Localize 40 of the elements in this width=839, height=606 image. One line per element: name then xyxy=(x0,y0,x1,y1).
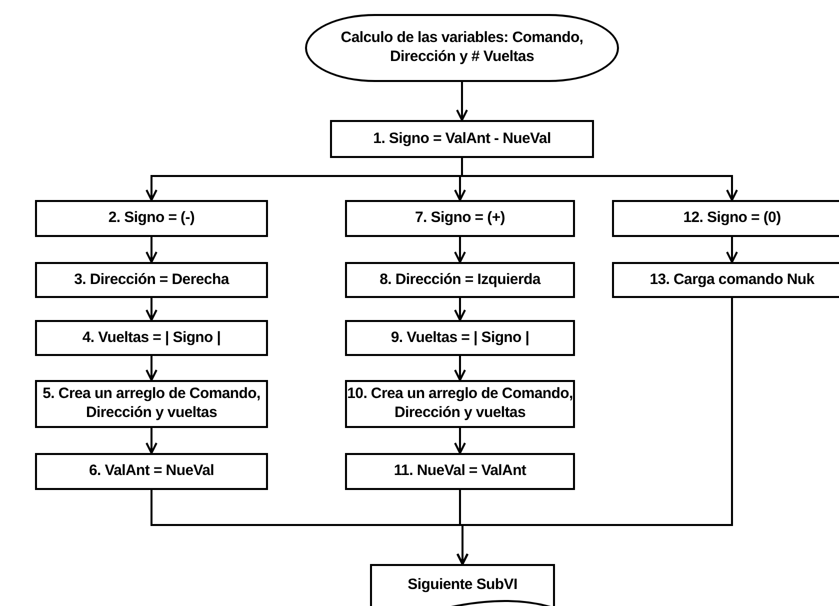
arrow xyxy=(456,82,468,121)
node-label: Calculo de las variables: Comando, Dirección y # Vueltas xyxy=(340,29,584,67)
process-box xyxy=(612,262,839,298)
process-box xyxy=(345,453,575,490)
node-label: 9. Vueltas = | Signo | xyxy=(390,328,530,348)
arrow xyxy=(454,298,466,321)
arrow xyxy=(454,428,466,454)
node-label: Siguiente SubVI xyxy=(408,576,518,595)
process-box xyxy=(35,453,268,490)
arrow xyxy=(726,237,738,263)
process-box xyxy=(330,120,594,158)
node-label: 2. Signo = (-) xyxy=(108,209,195,228)
arrow xyxy=(146,237,158,263)
node-label: 10. Crea un arreglo de Comando, Dirección y vueltas xyxy=(347,385,573,423)
node-label: 3. Dirección = Derecha xyxy=(74,270,229,290)
arrow xyxy=(456,298,733,565)
node-label: 8. Dirección = Izquierda xyxy=(380,270,540,290)
arrow xyxy=(146,356,158,381)
node-label: 7. Signo = (+) xyxy=(415,209,505,228)
arrow xyxy=(454,356,466,381)
arrow xyxy=(461,158,738,201)
node-label: 12. Signo = (0) xyxy=(683,209,781,228)
process-box xyxy=(35,380,268,428)
node-label: 5. Crea un arreglo de Comando, Dirección y vueltas xyxy=(42,385,262,423)
process-box xyxy=(35,200,268,237)
node-label: 11. NueVal = ValAnt xyxy=(394,462,526,481)
arrow xyxy=(146,428,158,454)
process-box xyxy=(345,320,575,356)
process-box xyxy=(35,320,268,356)
node-label: 4. Vueltas = | Signo | xyxy=(82,328,221,348)
document-shape xyxy=(370,564,555,606)
node-label: 1. Signo = ValAnt - NueVal xyxy=(373,130,551,148)
arrow xyxy=(146,298,158,321)
process-box xyxy=(35,262,268,298)
node-label: 6. ValAnt = NueVal xyxy=(88,462,214,481)
node-label: 13. Carga comando Nuk xyxy=(650,270,814,290)
arrow xyxy=(454,237,466,263)
process-box xyxy=(612,200,839,237)
process-box xyxy=(345,262,575,298)
process-box xyxy=(345,200,575,237)
